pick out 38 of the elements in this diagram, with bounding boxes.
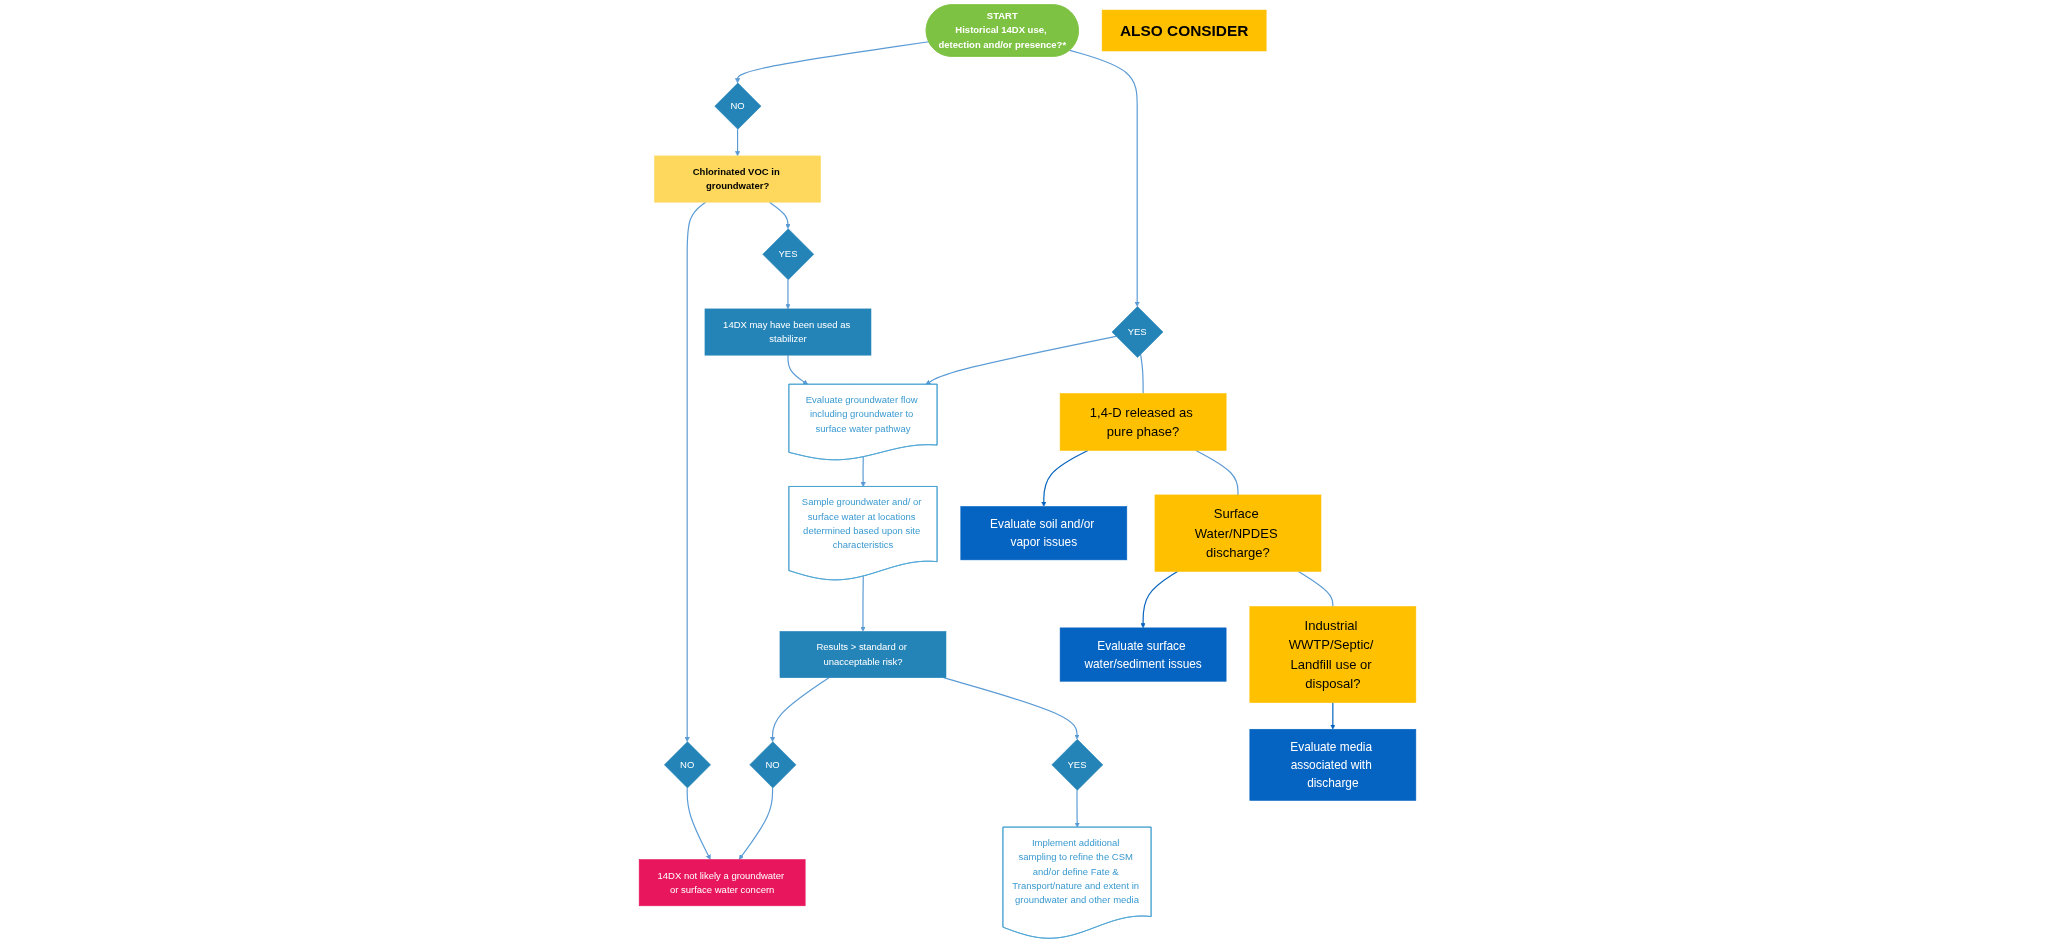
node-box: Chlorinated VOC in groundwater?	[654, 155, 821, 203]
node-box: 14DX may have been used as stabilizer	[704, 308, 872, 356]
node-diamond: NO	[749, 741, 797, 789]
connector	[1195, 449, 1239, 496]
arrow	[738, 787, 774, 860]
arrow	[684, 201, 707, 742]
node-diamond: NO	[664, 741, 711, 789]
connector	[1297, 570, 1334, 608]
arrow	[686, 787, 711, 860]
node-box: 1,4-D released as pure phase?	[1059, 393, 1227, 451]
node-diamond: YES	[1051, 739, 1104, 791]
node-box: ALSO CONSIDER	[1101, 9, 1267, 52]
node-box: Evaluate media associated with discharge	[1249, 728, 1417, 801]
arrow	[785, 279, 791, 310]
arrow	[1330, 702, 1336, 730]
arrow	[1074, 789, 1080, 828]
arrow	[860, 575, 866, 632]
arrow	[768, 201, 791, 230]
arrow	[734, 41, 930, 84]
connector	[1139, 353, 1144, 395]
arrow	[925, 335, 1117, 385]
node-box: Evaluate soil and/or vapor issues	[960, 506, 1128, 561]
node-box: Results > standard or unacceptable risk?	[779, 631, 947, 678]
node-diamond: YES	[762, 228, 815, 281]
arrow	[769, 677, 830, 742]
node-diamond: YES	[1111, 306, 1164, 358]
arrow	[1140, 570, 1179, 629]
node-box: Evaluate surface water/sediment issues	[1059, 627, 1227, 682]
arrow	[787, 354, 809, 385]
node-box: Industrial WWTP/Septic/ Landfill use or disposal?	[1249, 606, 1417, 703]
arrow	[860, 456, 866, 487]
arrow	[734, 128, 741, 157]
arrow	[1069, 49, 1140, 307]
arrow	[943, 677, 1080, 740]
node-box: Surface Water/NPDES discharge?	[1154, 494, 1322, 572]
arrow	[1041, 449, 1089, 507]
node-diamond: NO	[714, 82, 762, 130]
node-box: 14DX not likely a groundwater or surface water concern	[638, 859, 806, 907]
